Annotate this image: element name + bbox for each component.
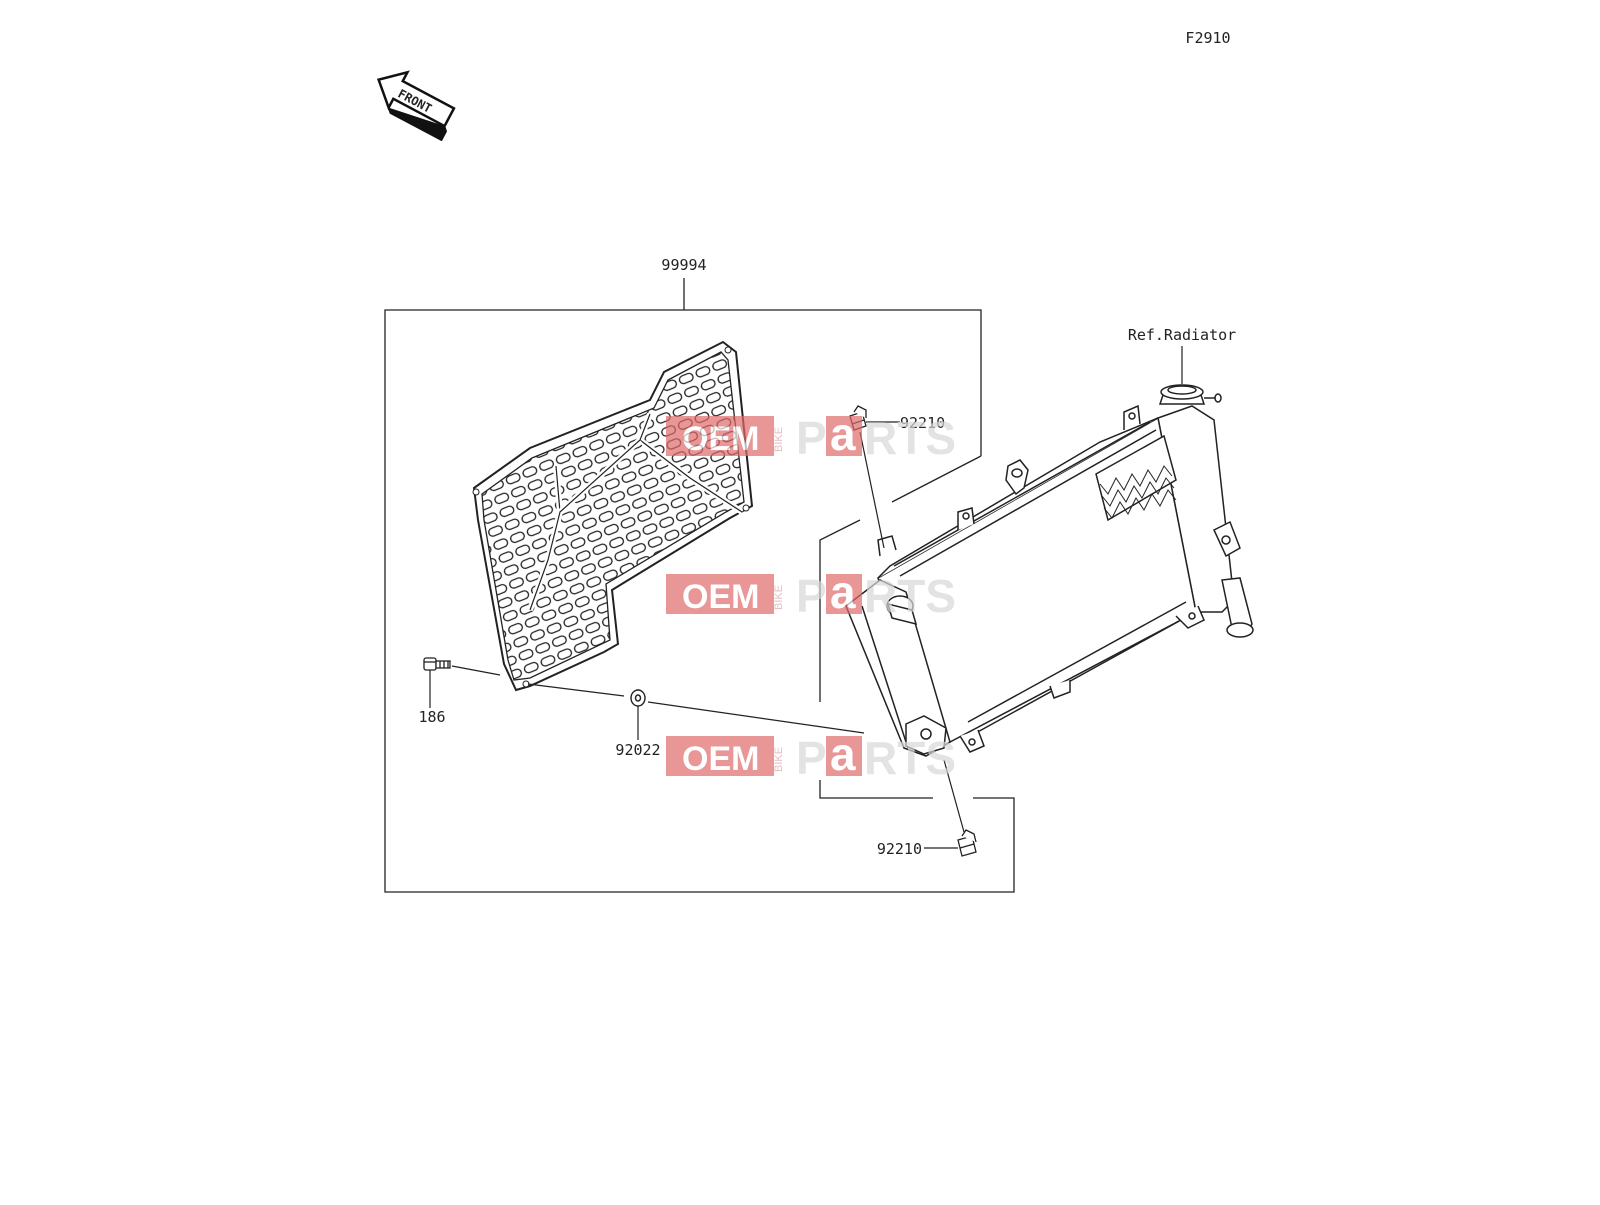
leader-upper-clip-to-radiator: [859, 431, 885, 549]
callout-lower-clip-number: 92210: [877, 840, 922, 858]
leader-washer-to-radiator: [647, 701, 865, 734]
leader-grille-to-washer: [527, 683, 625, 697]
leader-lower-clip-to-radiator: [943, 759, 965, 833]
callout-washer-number: 92022: [615, 741, 660, 759]
radiator-reference: [845, 384, 1254, 757]
svg-text:OEM: OEM: [682, 578, 759, 616]
watermark-top: OEM BIKE P a RTS: [666, 408, 956, 464]
kit-bracket: [384, 278, 1015, 893]
svg-text:RTS: RTS: [864, 732, 956, 784]
svg-text:OEM: OEM: [682, 420, 759, 458]
leader-bolt-to-grille: [451, 665, 501, 676]
callout-kit-number: 99994: [661, 256, 706, 274]
svg-text:BIKE: BIKE: [773, 747, 785, 772]
clip-92210-lower: [957, 829, 977, 857]
bolt-186: [423, 657, 451, 671]
svg-text:a: a: [830, 408, 856, 460]
svg-text:RTS: RTS: [864, 570, 956, 622]
svg-text:RTS: RTS: [864, 412, 956, 464]
watermark-bottom: OEM BIKE P a RTS: [666, 728, 956, 784]
svg-text:P: P: [796, 732, 827, 784]
callout-upper-clip-number: 92210: [900, 414, 945, 432]
svg-text:P: P: [796, 570, 827, 622]
callout-reference: Ref.Radiator: [1128, 326, 1236, 344]
radiator-grille-screen: [472, 340, 754, 692]
svg-text:BIKE: BIKE: [773, 585, 785, 610]
callout-bolt-number: 186: [418, 708, 445, 726]
svg-text:OEM: OEM: [682, 740, 759, 778]
washer-92022: [630, 689, 646, 707]
watermark-middle: OEM BIKE P a RTS: [666, 566, 956, 622]
front-direction-arrow-icon: FRONT: [376, 70, 456, 142]
svg-text:P: P: [796, 412, 827, 464]
svg-text:a: a: [830, 566, 856, 618]
svg-text:BIKE: BIKE: [773, 427, 785, 452]
figure-code: F2910: [1185, 29, 1230, 47]
svg-text:a: a: [830, 728, 856, 780]
